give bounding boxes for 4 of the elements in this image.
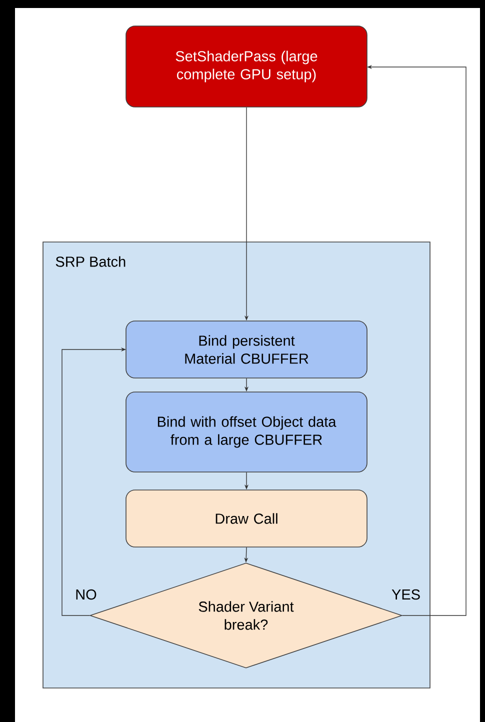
process-box: SetShaderPass (large complete GPU setup) [126, 26, 368, 108]
process-box: Bind with offset Object data from a large CBUFFER [126, 392, 368, 472]
process-box: Draw Call [126, 490, 368, 548]
process-box: Bind persistent Material CBUFFER [126, 320, 368, 378]
